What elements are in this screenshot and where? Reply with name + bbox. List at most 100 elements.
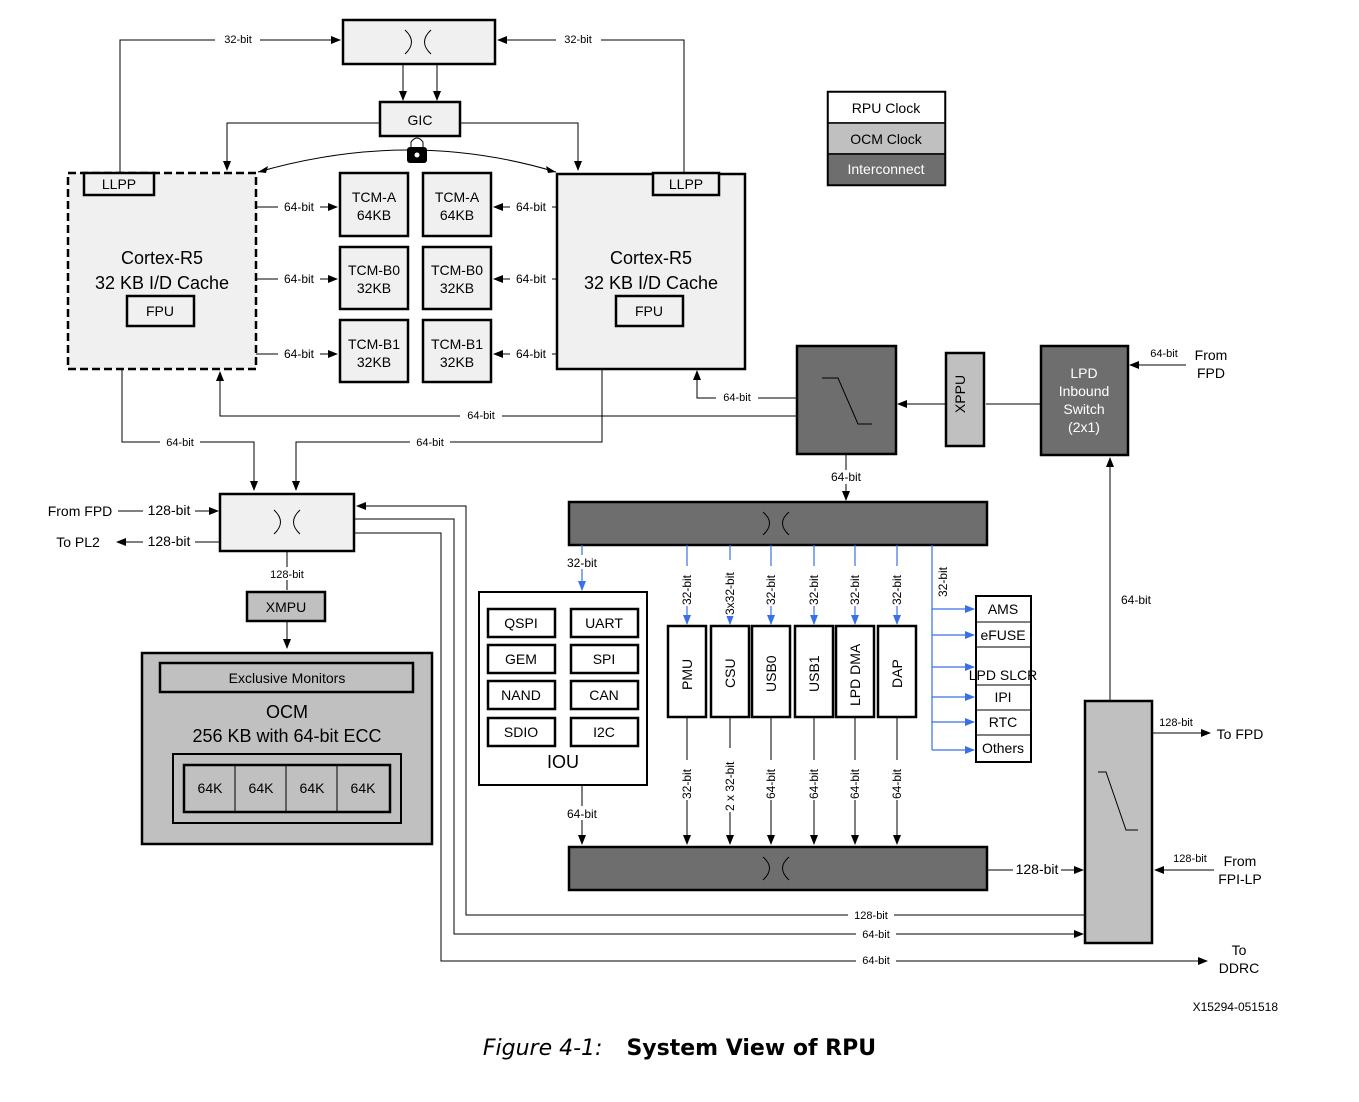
right-core-name: Cortex-R5 [610,248,692,268]
left-core-cache: 32 KB I/D Cache [95,273,229,293]
to-fpd-width: 128-bit [1159,717,1193,729]
top-right-width: 32-bit [564,34,592,46]
tcm-a-right-name: TCM-A [435,189,480,205]
tcm-b1-right-size: 32KB [440,354,474,370]
tcm-right-a-width: 64-bit [516,200,547,214]
pmu-label: PMU [679,659,695,690]
iop-top-crossbar [567,500,989,547]
lpd-dma-in-width: 32-bit [848,574,862,605]
xmpu-block: XMPU [245,590,327,623]
rpu1-to-ocm-width: 64-bit [416,437,444,449]
cortex-r5-right: LLPP Cortex-R5 32 KB I/D Cache FPU [555,171,747,371]
tcm-left-a-width: 64-bit [284,200,315,214]
tcm-right-b1-width: 64-bit [516,347,547,361]
from-fpd-width: 64-bit [1150,348,1178,360]
lpd-slcr-label: LPD SLCR [969,667,1037,683]
top-left-width: 32-bit [224,34,252,46]
tcm-b1-left-size: 32KB [357,354,391,370]
iou-in-width: 32-bit [567,556,598,570]
tcm-blocks: TCM-A 64KB TCM-A 64KB TCM-B0 32KB TCM-B0… [338,171,493,384]
peripheral-blocks: PMU CSU USB0 USB1 LPD DMA DAP [666,624,918,719]
from-fpi-lp-1: From [1224,853,1257,869]
iou-gem: GEM [505,651,537,667]
left-core-name: Cortex-R5 [121,248,203,268]
pmu-out-width: 32-bit [680,768,694,799]
iou-qspi: QSPI [504,615,537,631]
lpd-main-switch [795,344,898,456]
ocm-title: OCM [266,702,308,722]
ams-label: AMS [988,601,1018,617]
from-fpi-lp-2: FPI-LP [1218,871,1262,887]
iou-can: CAN [589,687,619,703]
peripheral-in-widths: 32-bit 3x32-bit 32-bit 32-bit 32-bit 32-… [680,560,904,616]
figure-id: X15294-051518 [1193,1000,1279,1014]
ocm-bank-3: 64K [351,780,377,796]
csu-in-width: 3x32-bit [723,572,737,615]
from-fpd-label-2: FPD [1197,365,1225,381]
ocm-switch [218,492,356,553]
ocm-bank-0: 64K [198,780,224,796]
usb1-in-width: 32-bit [807,574,821,605]
switch-down-width: 64-bit [831,470,862,484]
usb1-label: USB1 [806,655,822,692]
ocm-to-pl2-label: To PL2 [56,534,100,550]
tcm-b0-left-size: 32KB [357,280,391,296]
small-peripheral-blocks: AMS eFUSE LPD SLCR IPI RTC Others [969,595,1037,763]
ipi-label: IPI [994,689,1011,705]
xmpu-label: XMPU [266,599,306,615]
tcm-a-left-name: TCM-A [352,189,397,205]
iou-sdio: SDIO [504,724,538,740]
usb1-out-width: 64-bit [807,768,821,799]
dap-in-width: 32-bit [890,574,904,605]
ocm-down-width: 128-bit [270,569,304,581]
exclusive-monitors-label: Exclusive Monitors [229,670,346,686]
legend-rpu-clock: RPU Clock [852,100,921,116]
ocm-bank-2: 64K [300,780,326,796]
tcm-a-right-size: 64KB [440,207,474,223]
lpd-outbound-switch [1083,699,1154,945]
tcm-b1-right-name: TCM-B1 [431,336,483,352]
gic-block [378,100,462,138]
small-periph-width: 32-bit [936,566,950,597]
lpd-dma-out-width: 64-bit [848,768,862,799]
csu-out-width: 2 x 32-bit [723,761,737,811]
from-fpi-lp-width: 128-bit [1173,853,1207,865]
to-fpd-label: To FPD [1217,726,1264,742]
top-crossbar [341,18,497,66]
iop-bottom-crossbar [567,845,989,892]
others-label: Others [982,740,1024,756]
lpd-dma-label: LPD DMA [847,643,863,706]
left-llpp-label: LLPP [102,176,136,192]
ocm-from-fpd-width: 128-bit [148,502,191,518]
tcm-left-b1-width: 64-bit [284,347,315,361]
gic-label: GIC [408,112,433,128]
tcm-a-left-size: 64KB [357,207,391,223]
usb0-in-width: 32-bit [764,574,778,605]
cortex-r5-left: LLPP Cortex-R5 32 KB I/D Cache FPU [66,171,258,371]
iou-spi: SPI [593,651,616,667]
rpu0-to-ocm-width: 64-bit [166,437,194,449]
legend-interconnect: Interconnect [847,161,924,177]
legend: RPU Clock OCM Clock Interconnect [826,90,947,187]
figure-title: System View of RPU [626,1036,877,1061]
dap-out-width: 64-bit [890,768,904,799]
rtc-label: RTC [989,714,1018,730]
inbound-line-4: (2x1) [1068,419,1100,435]
ocm-to-lower-width: 64-bit [862,929,890,941]
right-llpp-label: LLPP [669,176,703,192]
legend-ocm-clock: OCM Clock [850,131,923,147]
ocm-from-fpd-label: From FPD [48,503,113,519]
from-fpd-label-1: From [1195,347,1228,363]
pmu-in-width: 32-bit [680,574,694,605]
switch-to-rpu0-width: 64-bit [467,410,495,422]
xppu-block: XPPU [944,351,986,448]
to-ddrc-width: 64-bit [862,955,890,967]
tcm-b0-right-name: TCM-B0 [431,262,483,278]
iou-nand: NAND [501,687,541,703]
figure-caption: Figure 4-1:System View of RPU [0,1036,1359,1061]
inbound-line-3: Switch [1063,401,1104,417]
tcm-left-b0-width: 64-bit [284,272,315,286]
iou-out-width: 64-bit [567,807,598,821]
xppu-label: XPPU [952,375,968,413]
lower-to-ocm-width: 128-bit [854,910,888,922]
